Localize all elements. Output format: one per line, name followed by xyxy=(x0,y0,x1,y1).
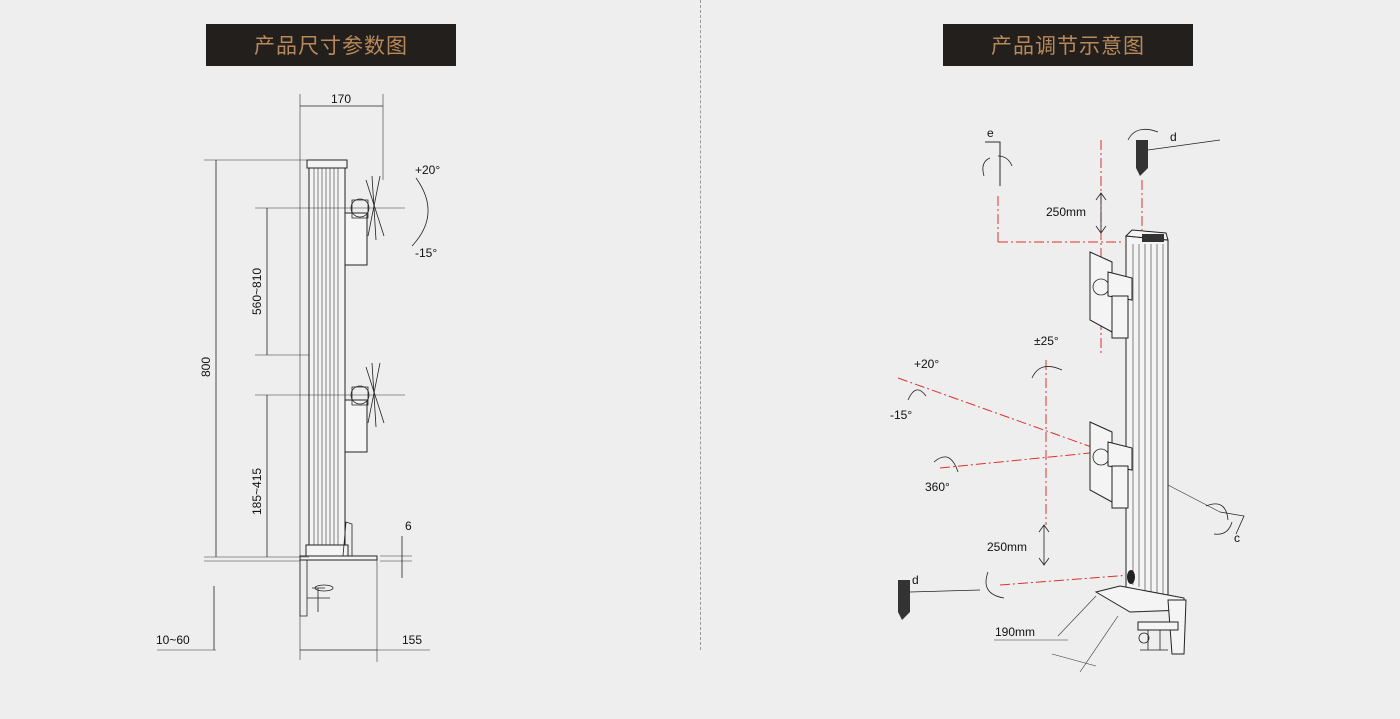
adjustment-diagram-title: 产品调节示意图 xyxy=(943,24,1193,66)
dim-angle-down: -15° xyxy=(415,246,437,260)
label-tilt-up: +20° xyxy=(914,357,939,371)
label-tool-d-bottom: d xyxy=(912,573,919,587)
hex-driver-d-bottom xyxy=(898,571,1005,620)
dimension-diagram-title: 产品尺寸参数图 xyxy=(206,24,456,66)
label-swivel: ±25° xyxy=(1034,334,1059,348)
pole xyxy=(305,159,349,558)
label-height-step-bottom: 250mm xyxy=(987,540,1027,554)
lower-vesa-mount xyxy=(1089,421,1133,509)
dim-thickness: 6 xyxy=(405,519,412,533)
rotation-arrows xyxy=(907,366,1063,473)
allen-key-e xyxy=(982,141,1013,186)
label-tool-e: e xyxy=(987,126,994,140)
allen-key-c xyxy=(1205,503,1245,535)
label-tool-d-top: d xyxy=(1170,130,1177,144)
dimension-lines xyxy=(157,94,430,662)
panel-divider xyxy=(700,0,701,650)
dim-base-depth: 155 xyxy=(402,633,422,647)
label-height-step-top: 250mm xyxy=(1046,205,1086,219)
label-tilt-down: -15° xyxy=(890,408,912,422)
dim-angle-up: +20° xyxy=(415,163,440,177)
upper-vesa-mount xyxy=(1089,251,1133,339)
height-arrows xyxy=(1038,192,1107,566)
hex-driver-d-top xyxy=(1127,128,1221,176)
dim-clamp-range: 10~60 xyxy=(156,633,190,647)
base-clamp xyxy=(299,521,378,617)
label-tool-c: c xyxy=(1234,531,1240,545)
base-depth-dimension xyxy=(994,595,1119,673)
dim-spacing-lower: 185~415 xyxy=(250,468,264,515)
adjustment-drawing: e d 250mm ±25° +20° -15° 360° 250mm c d … xyxy=(890,126,1245,673)
dim-spacing-upper: 560~810 xyxy=(250,268,264,315)
dimension-drawing: 170 +20° -15° 800 560~810 185~415 6 10~6… xyxy=(156,92,440,662)
dim-width-top: 170 xyxy=(331,92,351,106)
label-base-depth: 190mm xyxy=(995,625,1035,639)
label-rotate: 360° xyxy=(925,480,950,494)
base-3d xyxy=(1094,585,1187,655)
lower-arm-head xyxy=(344,362,385,453)
upper-arm-head xyxy=(344,175,385,266)
dim-height-total: 800 xyxy=(199,357,213,377)
